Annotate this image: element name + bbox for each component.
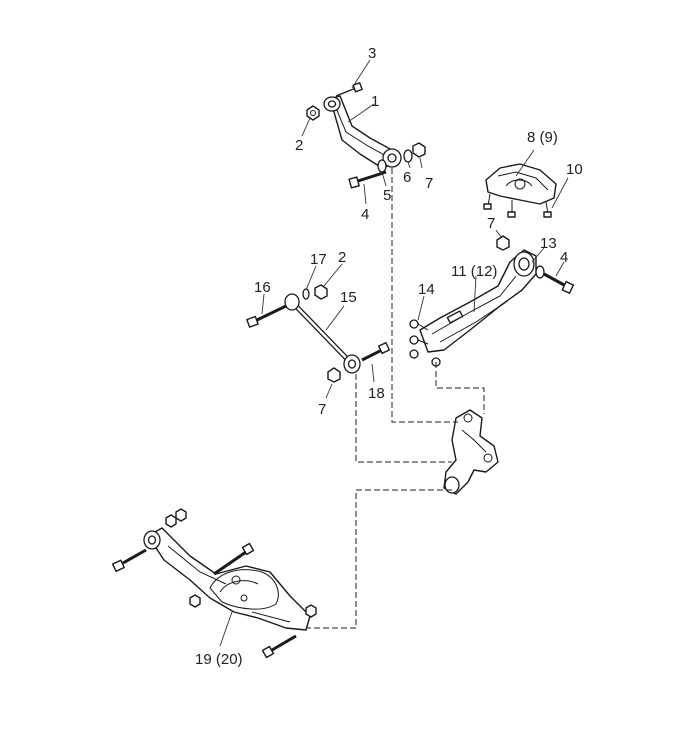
callout-4-arm: 4: [560, 249, 568, 266]
washer-6: [403, 149, 413, 163]
connection-lines: [306, 168, 485, 629]
upper-control-arm: [323, 95, 402, 169]
callout-10: 10: [566, 161, 583, 178]
callout-13: 13: [540, 235, 557, 252]
nut-7-link: [327, 367, 341, 383]
callout-2-upper: 2: [295, 137, 303, 154]
nut-2-link: [314, 284, 328, 300]
callout-16: 16: [254, 279, 271, 296]
callout-19-20: 19 (20): [195, 651, 243, 668]
callout-15: 15: [340, 289, 357, 306]
callout-14: 14: [418, 281, 435, 298]
callout-5: 5: [383, 187, 391, 204]
bolt-3: [335, 82, 363, 97]
washer-17: [302, 288, 310, 300]
leader-lines: [219, 59, 569, 647]
nut-2-upper: [306, 105, 320, 121]
bolt-4-upper: [348, 170, 387, 189]
callout-4-upper: 4: [361, 206, 369, 223]
callout-labels: 3 1 2 6 7 5 4 8 (9) 10 7 13 4 11 (12) 14…: [195, 45, 583, 668]
washer-5: [377, 159, 387, 173]
callout-7-upper: 7: [425, 175, 433, 192]
callout-1: 1: [371, 93, 379, 110]
trailing-arm: [419, 235, 575, 353]
callout-8-9: 8 (9): [527, 129, 558, 146]
nut-7-upper: [412, 142, 426, 158]
lower-control-arm: [143, 527, 311, 631]
lateral-link: [284, 293, 361, 374]
lower-arm-fasteners: [111, 508, 317, 659]
callout-18: 18: [368, 385, 385, 402]
callout-7-link: 7: [318, 401, 326, 418]
callout-11-12: 11 (12): [451, 263, 497, 280]
callout-6: 6: [403, 169, 411, 186]
bolt-16: [246, 304, 287, 328]
callout-3: 3: [368, 45, 376, 62]
mounting-bracket: [483, 163, 557, 218]
bolts-14: [409, 319, 441, 367]
steering-knuckle: [443, 409, 499, 495]
bolt-18: [361, 341, 391, 362]
callout-17: 17: [310, 251, 327, 268]
callout-2-link: 2: [338, 249, 346, 266]
callout-7-arm: 7: [487, 215, 495, 232]
